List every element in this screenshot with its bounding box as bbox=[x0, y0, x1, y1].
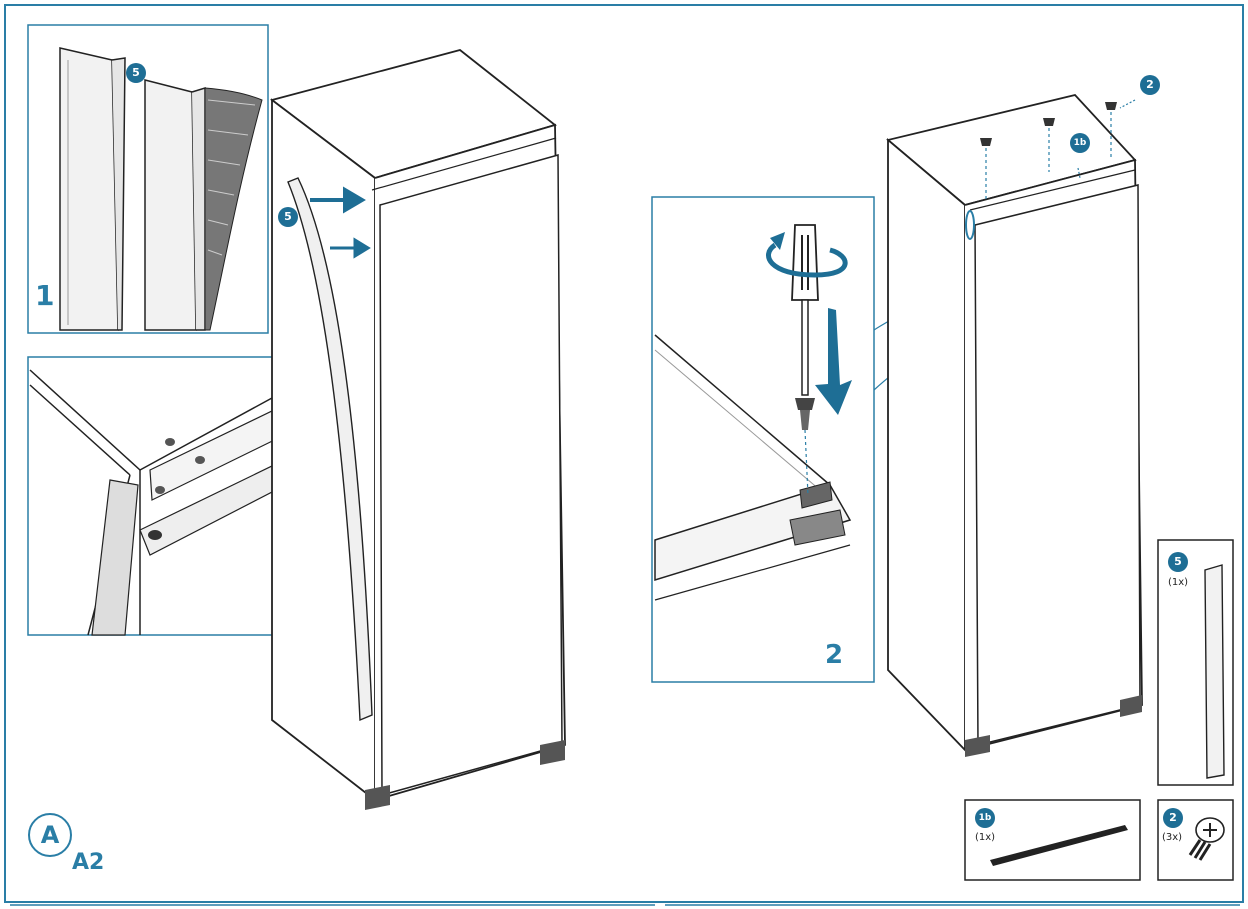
kit-bracket-badge: 1b bbox=[975, 808, 995, 828]
bracket-badge-top: 1b bbox=[1070, 133, 1090, 153]
kit-seal-qty: (1x) bbox=[1168, 577, 1189, 588]
screw-badge-top: 2 bbox=[1140, 75, 1160, 95]
seal-badge-top: 5 bbox=[126, 63, 146, 83]
inset-corner-detail bbox=[27, 356, 307, 636]
step-2-label: 2 bbox=[825, 640, 843, 670]
fridge-left bbox=[269, 49, 566, 810]
inset-screwdriver-detail bbox=[651, 196, 875, 683]
kit-screw-qty: (3x) bbox=[1162, 832, 1183, 843]
page-border bbox=[4, 4, 1244, 903]
fridge-right bbox=[886, 94, 1143, 757]
kit-screw-badge: 2 bbox=[1163, 808, 1183, 828]
step-1-label: 1 bbox=[35, 279, 54, 312]
page-letter-mark: A bbox=[28, 813, 72, 857]
inset-seal-detail bbox=[27, 24, 269, 334]
page-code: A2 bbox=[72, 850, 105, 875]
kit-bracket-qty: (1x) bbox=[975, 832, 996, 843]
kit-bracket-box bbox=[964, 799, 1141, 881]
seal-badge-fridge: 5 bbox=[278, 207, 298, 227]
kit-seal-box bbox=[1157, 539, 1234, 786]
kit-seal-badge: 5 bbox=[1168, 552, 1188, 572]
